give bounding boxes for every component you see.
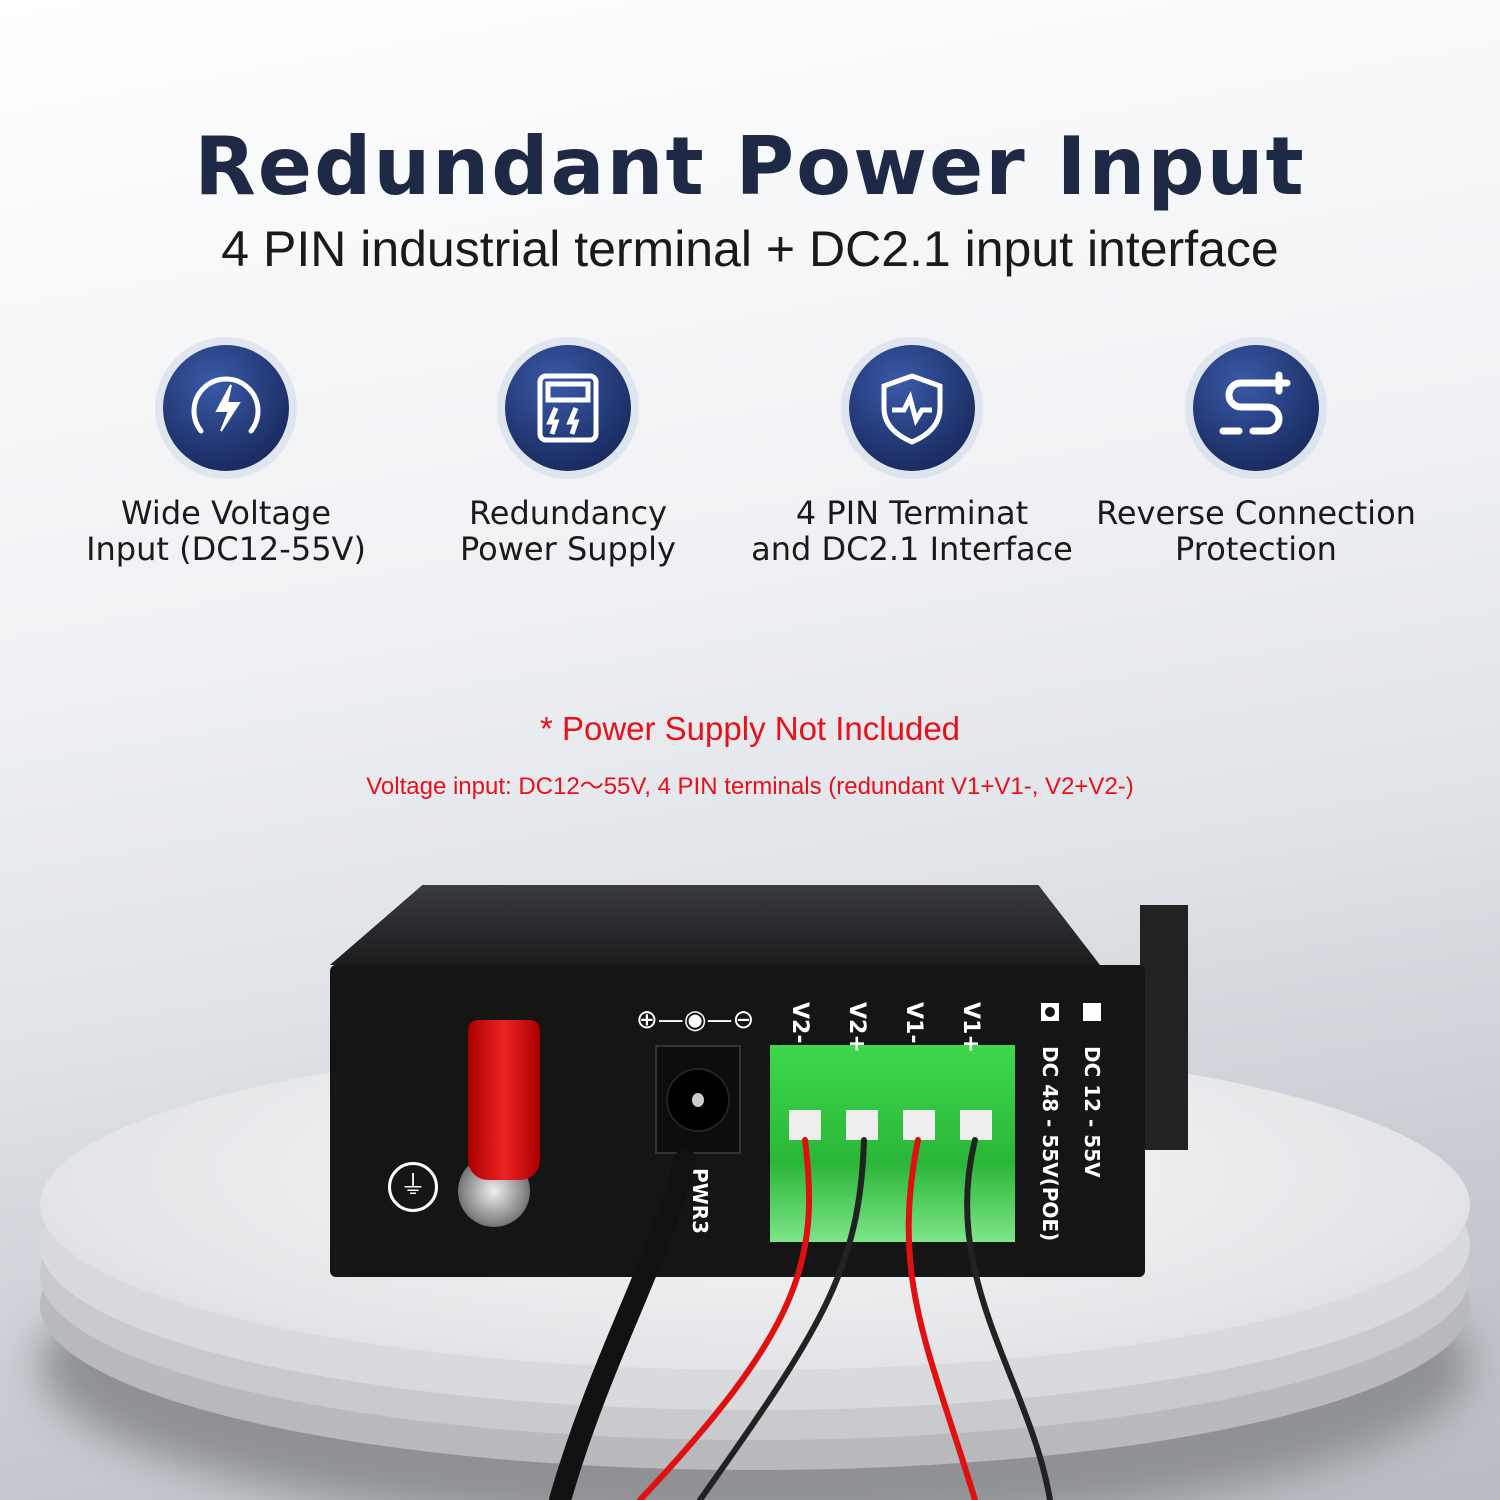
power-supply-note: * Power Supply Not Included <box>539 710 961 747</box>
terminal-slot <box>903 1110 935 1140</box>
feature-label: and DC2.1 Interface <box>751 530 1073 568</box>
wire-v1-minus <box>905 1137 978 1500</box>
feature-label: Power Supply <box>460 530 676 568</box>
voltage-note: Voltage input: DC12～55V, 4 PIN terminals… <box>366 773 1134 800</box>
spec-dc48-55v-poe: DC 48 - 55V(POE) <box>1038 1046 1062 1242</box>
wire-v1-plus <box>964 1137 1053 1500</box>
terminal-slot <box>846 1110 878 1140</box>
spec-indicator-circle <box>1041 1003 1059 1021</box>
terminal-slot <box>789 1110 821 1140</box>
feature-label: 4 PIN Terminat <box>795 494 1029 532</box>
dc-plug-cable <box>549 1149 696 1500</box>
feature-label: Wide Voltage <box>120 494 332 532</box>
spec-dc12-55v: DC 12 - 55V <box>1080 1046 1104 1178</box>
page-title: Redundant Power Input <box>194 120 1306 213</box>
feature-label: Reverse Connection <box>1096 494 1416 532</box>
power-supply-icon <box>505 345 631 471</box>
gauge-lightning-icon <box>163 345 289 471</box>
reverse-connection-icon <box>1193 345 1319 471</box>
page-subtitle: 4 PIN industrial terminal + DC2.1 input … <box>221 221 1279 277</box>
spec-indicator-square <box>1083 1003 1101 1021</box>
dc-jack <box>655 1045 741 1154</box>
device-top <box>330 885 1100 965</box>
terminal-slot <box>960 1110 992 1140</box>
wire-v2-minus <box>637 1137 813 1500</box>
feature-label: Protection <box>1175 530 1337 568</box>
ground-wire-connector <box>468 1020 540 1180</box>
wire-v2-plus <box>697 1137 867 1500</box>
ground-icon: ⏚ <box>388 1162 438 1212</box>
polarity-icon: ⊕—◉—⊖ <box>636 1005 755 1035</box>
feature-label: Input (DC12-55V) <box>86 530 366 568</box>
shield-pulse-icon <box>849 345 975 471</box>
feature-label: Redundancy <box>468 494 668 532</box>
din-rail-clip <box>1140 905 1188 1150</box>
